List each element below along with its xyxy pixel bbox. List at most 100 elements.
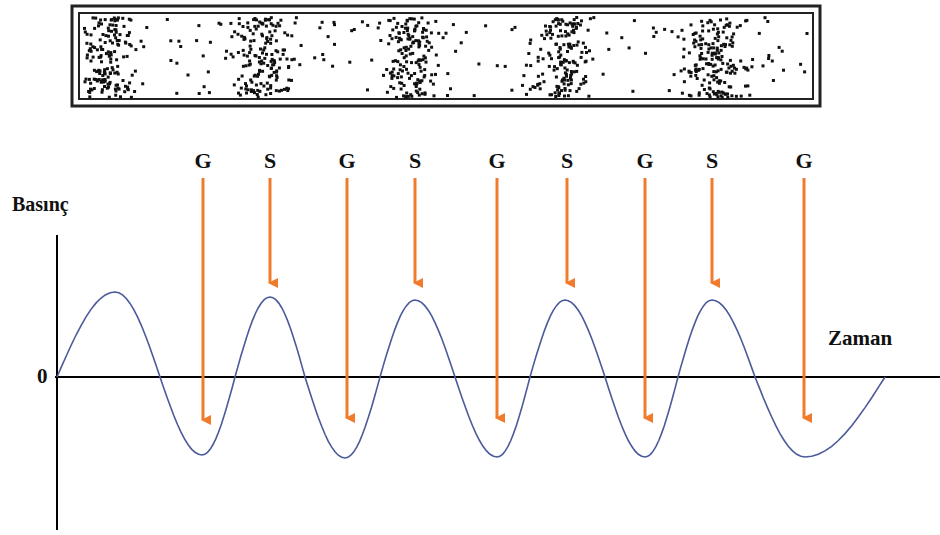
particle: [556, 67, 559, 70]
particle: [88, 91, 91, 94]
particle: [249, 29, 252, 32]
particle: [348, 61, 351, 64]
particle: [387, 42, 390, 45]
particle: [275, 74, 278, 77]
particle: [98, 72, 101, 75]
particle: [567, 83, 570, 86]
particle: [90, 50, 93, 53]
particle: [403, 46, 406, 49]
particle: [430, 46, 433, 49]
particle: [413, 29, 416, 32]
particle: [233, 30, 236, 33]
particle: [690, 23, 693, 26]
particle: [256, 93, 259, 96]
particle: [781, 50, 784, 53]
particle: [275, 89, 278, 92]
particle: [425, 61, 428, 64]
particle: [575, 27, 578, 30]
particle: [126, 55, 129, 58]
particle: [93, 69, 96, 72]
particle: [270, 67, 273, 70]
particle: [699, 35, 702, 38]
particle: [107, 76, 110, 79]
particle: [264, 93, 267, 96]
particle: [111, 24, 114, 27]
particle: [712, 42, 715, 45]
particle: [718, 79, 721, 82]
particle: [712, 28, 715, 31]
particle: [257, 96, 260, 99]
particle: [575, 16, 578, 19]
particle: [730, 94, 733, 97]
particle: [580, 19, 583, 22]
particle: [683, 48, 686, 51]
particle: [652, 35, 655, 38]
particle: [553, 65, 556, 68]
particle: [240, 35, 243, 38]
particle: [725, 17, 728, 20]
particle: [731, 41, 734, 44]
particle: [391, 37, 394, 40]
particle: [258, 69, 261, 72]
particle: [419, 66, 422, 69]
particle: [283, 49, 286, 52]
particle: [145, 26, 148, 29]
particle: [269, 87, 272, 90]
particle: [243, 54, 246, 57]
particle: [405, 60, 408, 63]
particle: [113, 19, 116, 22]
particle: [496, 64, 499, 67]
particle: [110, 30, 113, 33]
particle: [134, 70, 137, 73]
particle: [435, 54, 438, 57]
particle: [353, 28, 356, 31]
particle: [377, 26, 380, 29]
particle: [269, 92, 272, 95]
particle: [434, 73, 437, 76]
particle: [110, 19, 113, 22]
particle: [417, 45, 420, 48]
particle: [572, 61, 575, 64]
particle: [265, 53, 268, 56]
particle: [275, 71, 278, 74]
particle: [555, 43, 558, 46]
particle: [286, 34, 289, 37]
particle: [300, 44, 303, 47]
particle: [434, 20, 437, 23]
particle: [123, 25, 126, 28]
particle: [562, 61, 565, 64]
particle: [250, 90, 253, 93]
particle: [568, 34, 571, 37]
particle: [287, 79, 290, 82]
particle: [101, 78, 104, 81]
particle: [703, 88, 706, 91]
particle: [772, 79, 775, 82]
particle: [587, 95, 590, 98]
particle: [695, 40, 698, 43]
particle: [564, 89, 567, 92]
particle: [270, 53, 273, 56]
particle: [392, 87, 395, 90]
particle: [511, 28, 514, 31]
particle: [287, 65, 290, 68]
particle: [633, 19, 636, 22]
particle: [542, 57, 545, 60]
particle: [280, 89, 283, 92]
particle: [421, 31, 424, 34]
particle: [727, 67, 730, 70]
particle: [415, 24, 418, 27]
particle: [607, 48, 610, 51]
particle: [140, 40, 143, 43]
particle: [255, 28, 258, 31]
particle: [554, 95, 557, 98]
particle: [729, 59, 732, 62]
particle: [713, 78, 716, 81]
particle: [557, 85, 560, 88]
particle: [683, 68, 686, 71]
particle: [262, 85, 265, 88]
particle: [109, 72, 112, 75]
particle: [106, 67, 109, 70]
particle: [721, 55, 724, 58]
particle: [543, 37, 546, 40]
